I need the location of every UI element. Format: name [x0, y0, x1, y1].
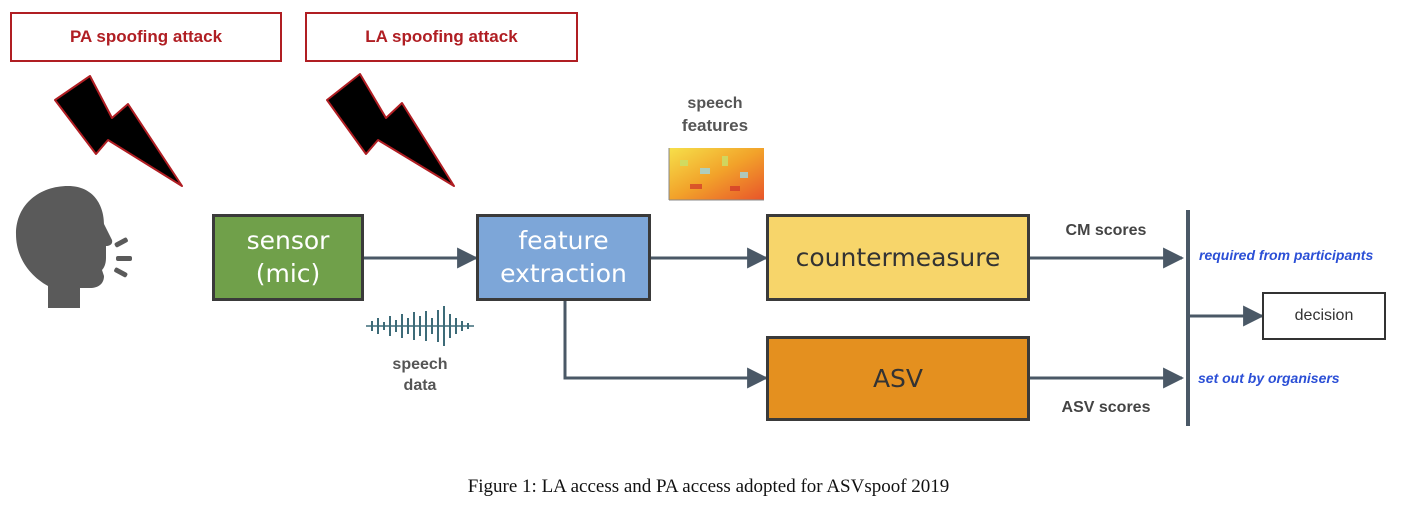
decision-label: decision — [1294, 307, 1354, 324]
la-lightning-bolt-icon — [326, 73, 455, 187]
asv-label: ASV — [872, 364, 924, 393]
pa-spoofing-attack-label: PA spoofing attack — [69, 27, 223, 46]
speaking-head-icon — [16, 186, 132, 308]
asv-block: ASV — [766, 336, 1030, 421]
la-spoofing-attack-label: LA spoofing attack — [365, 27, 518, 46]
speech-features-label: speech features — [660, 93, 770, 138]
speech-data-label: speech data — [370, 355, 470, 397]
required-from-participants-note: required from participants — [1199, 247, 1374, 263]
feature-label-line2: extraction — [500, 258, 627, 288]
countermeasure-label: countermeasure — [795, 243, 1001, 272]
sensor-label-line1: sensor — [246, 226, 330, 255]
la-spoofing-attack-box: LA spoofing attack — [305, 12, 578, 62]
waveform-icon — [366, 306, 474, 346]
set-out-by-organisers-note: set out by organisers — [1198, 370, 1340, 386]
sensor-label-line2: (mic) — [255, 258, 321, 288]
sensor-block: sensor (mic) — [212, 214, 364, 301]
asv-scores-label: ASV scores — [1061, 399, 1151, 416]
pa-spoofing-attack-box: PA spoofing attack — [10, 12, 282, 62]
speech-data-line1: speech — [392, 356, 448, 373]
countermeasure-block: countermeasure — [766, 214, 1030, 301]
feature-extraction-block: feature extraction — [476, 214, 651, 301]
feature-label-line1: feature — [518, 226, 609, 255]
pa-lightning-bolt-icon — [54, 75, 183, 187]
cm-scores-label: CM scores — [1065, 222, 1147, 239]
speech-features-line1: speech — [687, 95, 743, 112]
arrow-feature-to-asv — [563, 300, 769, 389]
speech-data-line2: data — [403, 376, 437, 394]
spectrogram-icon — [668, 148, 764, 201]
decision-block: decision — [1262, 292, 1386, 340]
figure-caption: Figure 1: LA access and PA access adopte… — [467, 476, 950, 497]
speech-features-line2: features — [681, 115, 749, 135]
